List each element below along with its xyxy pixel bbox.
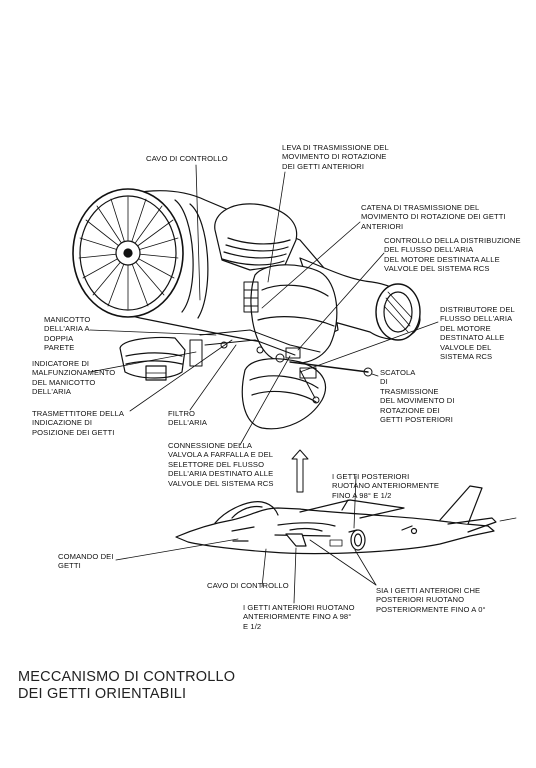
label-cavo-controllo-bottom: CAVO DI CONTROLLO bbox=[207, 581, 289, 590]
label-getti-anteriori: I GETTI ANTERIORI RUOTANO ANTERIORMENTE … bbox=[243, 603, 355, 631]
label-controllo-distribuzione: CONTROLLO DELLA DISTRIBUZIONE DEL FLUSSO… bbox=[384, 236, 521, 274]
label-manicotto: MANICOTTO DELL'ARIA A DOPPIA PARETE bbox=[44, 315, 91, 353]
label-indicatore: INDICATORE DI MALFUNZIONAMENTO DEL MANIC… bbox=[32, 359, 116, 397]
label-catena-trasmissione: CATENA DI TRASMISSIONE DEL MOVIMENTO DI … bbox=[361, 203, 506, 231]
label-distributore: DISTRIBUTORE DEL FLUSSO DELL'ARIA DEL MO… bbox=[440, 305, 515, 362]
leader-lines-aircraft bbox=[115, 475, 377, 604]
label-filtro: FILTRO DELL'ARIA bbox=[168, 409, 208, 428]
label-scatola: SCATOLA DI TRASMISSIONE DEL MOVIMENTO DI… bbox=[380, 368, 455, 425]
front-nozzle-upper bbox=[214, 203, 298, 271]
lower-duct bbox=[241, 358, 327, 430]
front-nozzle-lower bbox=[119, 336, 186, 381]
aircraft-silhouette bbox=[175, 485, 517, 555]
label-leva-trasmissione: LEVA DI TRASMISSIONE DEL MOVIMENTO DI RO… bbox=[282, 143, 389, 171]
leader-lines-top bbox=[89, 164, 439, 446]
label-trasmettitore: TRASMETTITORE DELLA INDICAZIONE DI POSIZ… bbox=[32, 409, 125, 437]
label-sia-getti: SIA I GETTI ANTERIORI CHE POSTERIORI RUO… bbox=[376, 586, 486, 614]
up-arrow bbox=[291, 449, 309, 493]
figure-caption: MECCANISMO DI CONTROLLO DEI GETTI ORIENT… bbox=[18, 669, 236, 702]
label-comando-getti: COMANDO DEI GETTI bbox=[58, 552, 114, 571]
label-connessione: CONNESSIONE DELLA VALVOLA A FARFALLA E D… bbox=[168, 441, 274, 488]
label-getti-posteriori: I GETTI POSTERIORI RUOTANO ANTERIORMENTE… bbox=[332, 472, 440, 500]
label-cavo-controllo-top: CAVO DI CONTROLLO bbox=[146, 154, 228, 163]
